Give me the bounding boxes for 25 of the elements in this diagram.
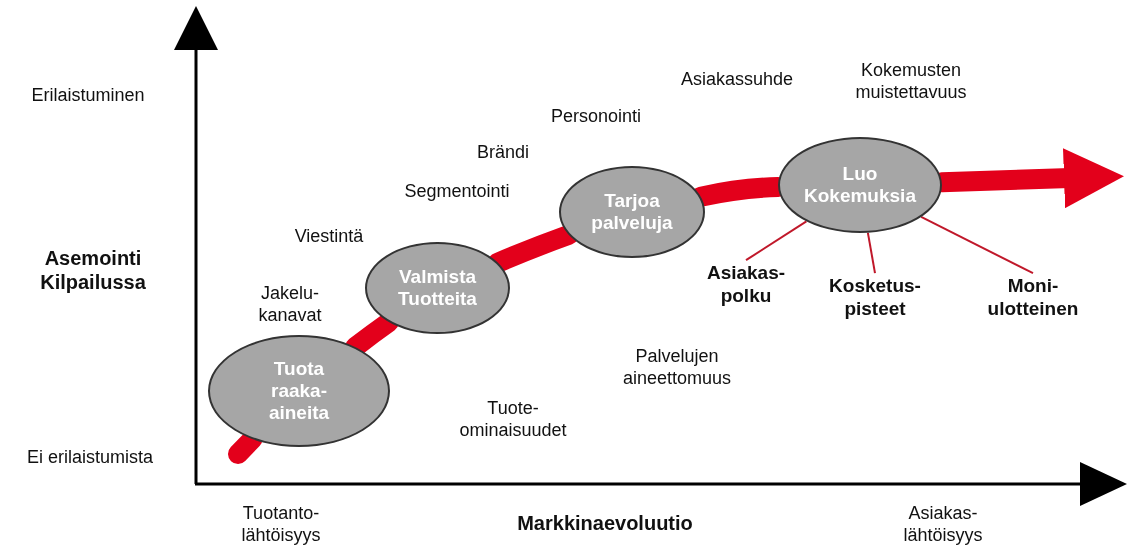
text-label: Ei erilaistumista [25, 447, 154, 469]
callout-text: Kosketus- pisteet [820, 275, 930, 321]
text-label: Tuotanto- lähtöisyys [240, 503, 322, 547]
stage-label: Tarjoa palveluja [590, 190, 674, 234]
stage-label: Tuota raaka- aineita [267, 358, 331, 424]
leader-line [866, 231, 876, 275]
axis-title: Markkinaevoluutio [516, 511, 694, 535]
text-label: Jakelu- kanavat [257, 283, 323, 327]
callout-text: Moni- ulotteinen [978, 275, 1088, 321]
leader-line [745, 220, 808, 262]
text-label: Asiakas- lähtöisyys [902, 503, 984, 547]
text-label: Viestintä [293, 226, 365, 248]
text-label: Segmentointi [403, 181, 511, 203]
text-label: Asiakassuhde [679, 69, 795, 91]
text-label: Brändi [476, 142, 530, 164]
callout-text: Asiakas- polku [696, 262, 796, 308]
stage-label: Luo Kokemuksia [803, 163, 917, 207]
text-label: Tuote- ominaisuudet [458, 398, 568, 442]
leader-line [920, 215, 1034, 275]
text-label: Palvelujen aineettomuus [621, 346, 733, 390]
text-label: Erilaistuminen [30, 85, 146, 107]
text-label: Personointi [549, 106, 643, 128]
text-label: Kokemusten muistettavuus [854, 60, 968, 104]
axis-title: Asemointi Kilpailussa [39, 246, 147, 294]
stage-label: Valmista Tuotteita [397, 266, 478, 310]
